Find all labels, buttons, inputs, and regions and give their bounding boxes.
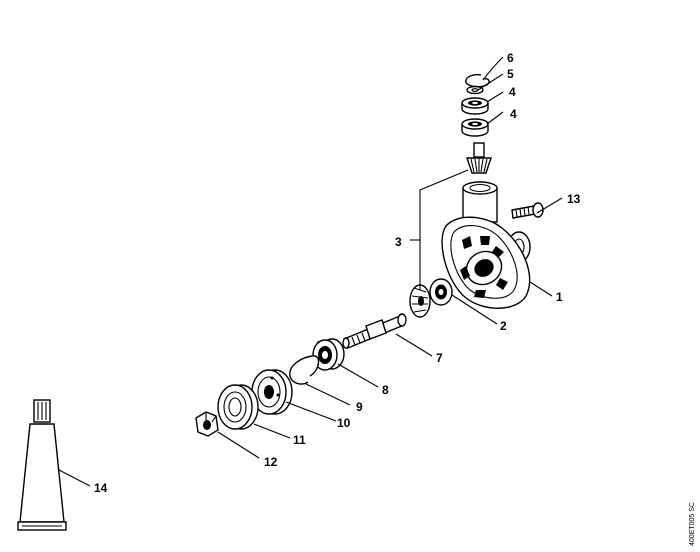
ball-bearing-upper-part-4 <box>461 97 489 115</box>
bevel-gear <box>409 284 431 318</box>
spindle-shaft-part-7 <box>342 313 407 349</box>
thrust-washer-part-11 <box>217 384 259 430</box>
ball-bearing-part-2 <box>429 278 453 306</box>
callout-4b: 4 <box>510 107 517 121</box>
callout-3: 3 <box>395 235 402 249</box>
callout-5: 5 <box>507 67 514 81</box>
callout-1: 1 <box>556 290 563 304</box>
callout-13: 13 <box>567 192 581 206</box>
leader-lines <box>58 56 563 487</box>
callout-11: 11 <box>293 433 306 447</box>
washer-part-5 <box>466 85 484 95</box>
thrust-plate-part-10 <box>251 369 293 415</box>
ball-bearing-part-8 <box>312 338 345 371</box>
callout-2: 2 <box>500 319 507 333</box>
callout-6: 6 <box>507 51 514 65</box>
drawing-code: 400ET005 SC <box>689 502 696 546</box>
bracket-part-3 <box>419 169 469 290</box>
callout-7: 7 <box>436 351 443 365</box>
callout-10: 10 <box>337 416 351 430</box>
circlip-part-9 <box>289 355 320 385</box>
callout-14: 14 <box>94 481 108 495</box>
callout-9: 9 <box>356 400 363 414</box>
grease-tube-part-14 <box>17 399 67 531</box>
gear-housing-part-1 <box>441 181 531 309</box>
screw-part-13 <box>511 202 544 219</box>
ball-bearing-lower-part-4 <box>461 118 489 137</box>
pinion-gear <box>466 142 492 174</box>
callout-12: 12 <box>264 455 278 469</box>
retaining-ring-part-6 <box>465 73 490 88</box>
nut-part-12 <box>195 411 219 437</box>
callout-8: 8 <box>382 383 389 397</box>
callout-4a: 4 <box>509 85 516 99</box>
